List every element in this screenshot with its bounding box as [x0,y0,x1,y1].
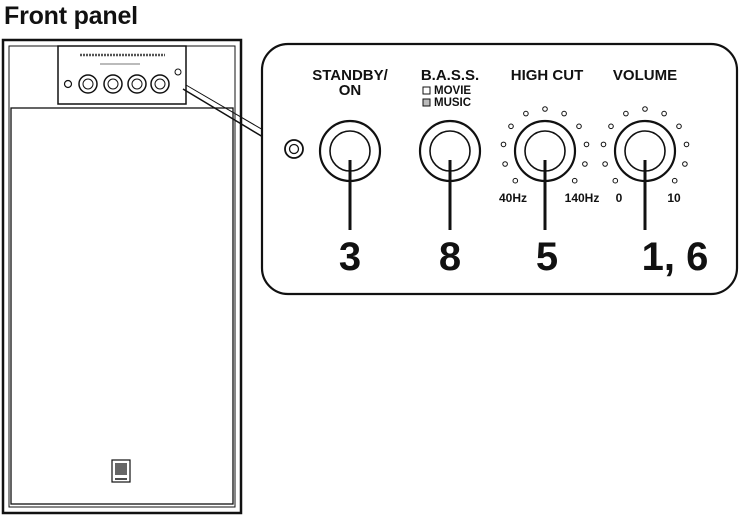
bass-button[interactable] [418,119,482,230]
dial-tick-mark [661,110,667,117]
mini-control-panel [57,45,187,105]
dial-tick-mark [682,161,688,167]
dial-tick-mark [512,177,519,184]
dial-tick-mark [523,110,529,117]
speaker-cabinet [1,38,243,515]
dial-tick-mark [582,161,588,167]
volume-label: VOLUME [613,67,677,84]
power-indicator-icon [284,139,304,159]
high-cut-min-label: 40Hz [499,191,527,205]
bass-label: B.A.S.S. [421,67,479,84]
volume-min-label: 0 [616,191,623,205]
dial-tick-mark [576,123,582,130]
dial-tick-mark [583,141,590,148]
dial-tick-mark [542,106,548,112]
dial-tick-mark [623,110,629,117]
dial-tick-mark [612,177,619,184]
dial-tick-mark [500,141,507,148]
standby-callout-number: 3 [339,235,361,279]
dial-tick-mark [642,106,648,112]
bass-movie-label: MOVIE [434,85,471,97]
standby-label-line1: STANDBY/ [312,67,388,84]
high-cut-max-label: 140Hz [565,191,600,205]
dial-tick-mark [561,110,567,117]
leader-line [185,84,271,135]
dial-tick-mark [608,123,614,130]
standby-label-line2: ON [339,82,362,99]
dial-tick-mark [676,123,682,130]
dial-tick-mark [683,141,690,148]
bass-callout-number: 8 [439,235,461,279]
dial-tick-mark [508,123,514,130]
high-cut-label: HIGH CUT [511,67,584,84]
dial-tick-mark [602,161,608,167]
dial-tick-mark [571,177,578,184]
volume-max-label: 10 [667,191,681,205]
zoomed-control-panel: STANDBY/ ON B.A.S.S. MOVIE MUSIC HIGH CU… [260,42,739,296]
high-cut-knob[interactable] [500,106,590,230]
high-cut-callout-number: 5 [536,235,558,279]
music-mode-indicator-icon [422,98,431,107]
dial-tick-mark [502,161,508,167]
dial-tick-mark [671,177,678,184]
volume-callout-number: 1, 6 [642,235,709,279]
page-title: Front panel [4,2,138,30]
movie-mode-indicator-icon [422,86,431,95]
brand-logo [111,459,131,483]
leader-line [182,88,269,141]
dial-tick-mark [600,141,607,148]
volume-knob[interactable] [600,106,690,230]
bass-music-label: MUSIC [434,97,471,109]
standby-on-button[interactable] [318,119,382,230]
